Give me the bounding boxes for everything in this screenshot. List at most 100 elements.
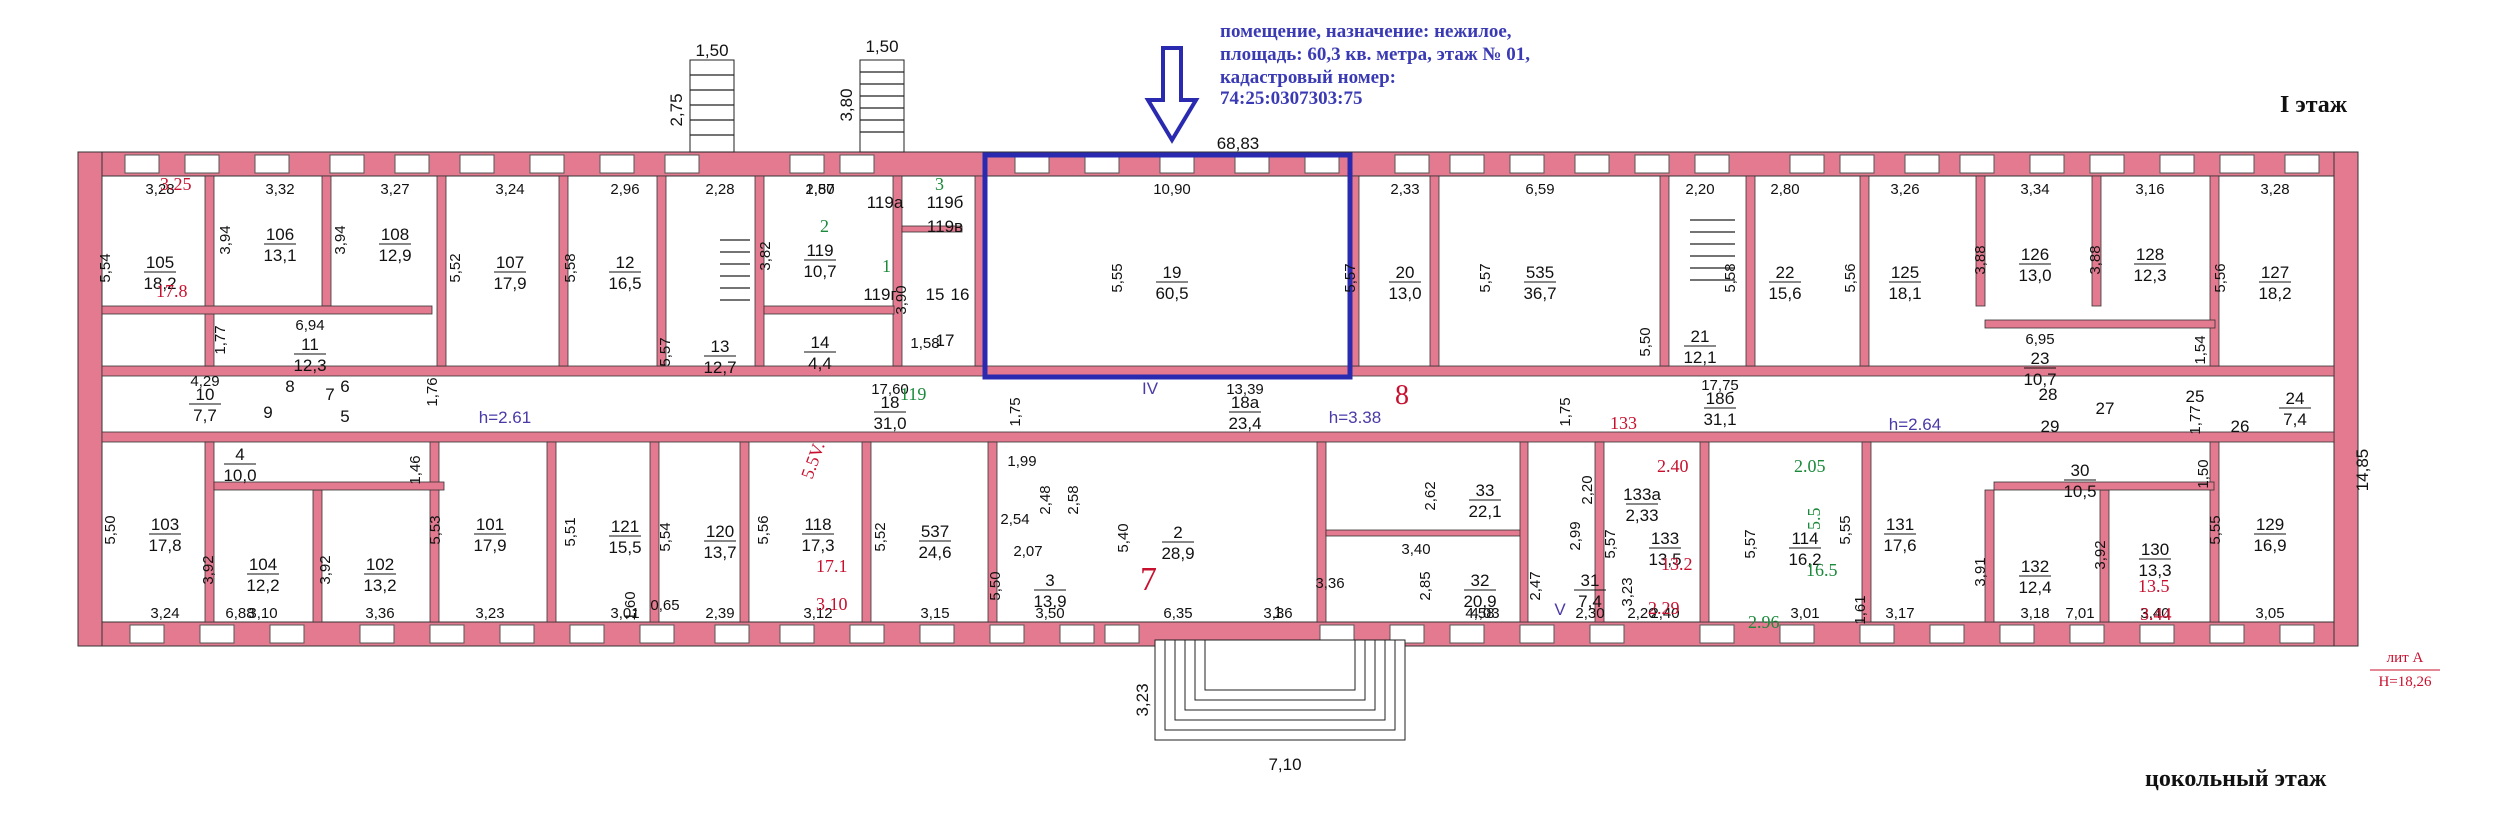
window-bottom [1389,624,1425,644]
room-height-dim: 3,91 [1972,557,1989,586]
room-height-dim: 5,54 [657,522,674,551]
window-top [184,154,220,174]
room-width-dim: 3,34 [2020,181,2049,198]
window-bottom [269,624,305,644]
corridor-height-3: h=2.64 [1889,415,1941,434]
room-number: 118 [804,515,831,534]
room-width-dim: 4,58 [1465,605,1494,622]
window-bottom [429,624,465,644]
room-number: 21 [1691,327,1710,346]
room-width-dim: 3,40 [2140,605,2169,622]
room-width-dim: 2,20 [1627,605,1656,622]
room-area: 13,2 [363,576,396,595]
annotation-line-4: 74:25:0307303:75 [1220,88,1362,109]
window-bottom [499,624,535,644]
window-bottom [1699,624,1735,644]
room-number: 103 [151,515,179,534]
room-number: 13 [711,337,730,356]
room-number: 105 [146,253,174,272]
room-number: 129 [2256,515,2284,534]
room-number: 1 [1273,603,1282,622]
floor-title: I этаж [2280,92,2348,118]
room-number: 24 [2286,389,2305,408]
room-area: 22,1 [1468,502,1501,521]
room-height-dim: 2,47 [1527,571,1544,600]
window-bottom [714,624,750,644]
hw-119g-num: 1 [882,256,891,276]
hw-133-w: 2.29 [1648,598,1680,618]
dim-total-length: 68,83 [1217,134,1260,153]
room-width-dim: 3,28 [145,181,174,198]
window-top [2159,154,2195,174]
annotation-line-1: помещение, назначение: нежилое, [1220,21,1512,42]
window-top [124,154,160,174]
dimension-label: 1,50 [2195,459,2212,488]
room-number: 23 [2031,349,2050,368]
basement-title: цокольный этаж [2145,766,2327,792]
room-height-dim: 5,57 [1342,263,1359,292]
room-height-dim: 5,58 [562,253,579,282]
room-width-dim: 3,01 [610,605,639,622]
window-top [394,154,430,174]
room-width-dim: 3,28 [2260,181,2289,198]
dimension-label: 1,46 [407,455,424,484]
room-width-dim: 6,94 [295,317,324,334]
dimension-label: 3,90 [893,285,910,314]
room-area: 7,4 [2283,410,2307,429]
window-bottom [359,624,395,644]
window-bottom [129,624,165,644]
dim-width: 14,85 [2353,449,2372,492]
window-top [1234,154,1270,174]
room-area: 13,3 [2138,561,2171,580]
room-width-dim: 3,01 [1790,605,1819,622]
room-width-dim: 3,05 [2255,605,2284,622]
window-bottom [2279,624,2315,644]
hw-133-top: 2.40 [1657,456,1689,476]
room-area: 31,0 [873,414,906,433]
room-number: 130 [2141,540,2169,559]
window-top [1304,154,1340,174]
room-area: 15,5 [608,538,641,557]
window-top [529,154,565,174]
room-height-dim: 5,57 [1742,529,1759,558]
room-width-dim: 4,03 [1470,605,1499,622]
annotation-line-3: кадастровый номер: [1220,67,1396,88]
hw-130-area: 13.5 [2138,576,2170,596]
dimension-label: 1,99 [1007,453,1036,470]
room-number: 30 [2071,461,2090,480]
room-height-dim: 3,88 [1972,245,1989,274]
window-bottom [1929,624,1965,644]
room-number: 104 [249,555,277,574]
room-width-dim: 13,39 [1226,381,1264,398]
stair-top-left [689,59,735,153]
room-area: 17,6 [1883,536,1916,555]
room-number: 131 [1886,515,1914,534]
hw-118-side: 5.5V. [797,439,829,481]
room-number: 119б [927,193,964,212]
dimension-label: 1,61 [1852,595,1869,624]
room-area: 60,5 [1155,284,1188,303]
stair-inner-13 [720,239,750,301]
room-width-dim: 3,18 [2020,605,2049,622]
room-width-dim: 2,96 [610,181,639,198]
room-width-dim: 10,90 [1153,181,1191,198]
room-area: 16,2 [1788,550,1821,569]
room-number: 17 [936,331,955,350]
hw-119-num: 2 [820,216,829,236]
room-number: 119г [863,285,896,304]
window-top [839,154,875,174]
room-width-dim: 3,15 [920,605,949,622]
windows [124,154,2320,644]
top-partitions [101,175,2220,367]
room-area: 2,33 [1625,506,1658,525]
window-bottom [1999,624,2035,644]
window-top [1904,154,1940,174]
window-bottom [2139,624,2175,644]
room-number: 4 [235,445,244,464]
stair-top-right [859,59,905,153]
room-number: 12 [616,253,635,272]
room-area: 10,5 [2063,482,2096,501]
hw-room2-mark: 7 [1140,561,1157,598]
room-area: 4,4 [808,354,832,373]
